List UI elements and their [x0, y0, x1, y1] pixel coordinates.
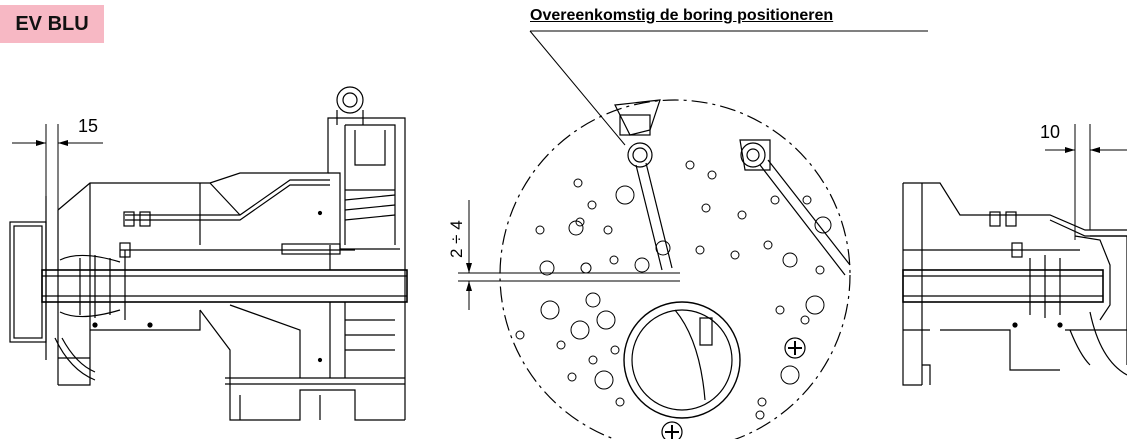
diffuser-disc	[499, 99, 851, 439]
dimension-middle: 2 ÷ 4	[447, 200, 680, 310]
dimension-left: 15	[12, 116, 103, 245]
left-side-view: 15	[9, 86, 408, 421]
dimension-middle-label: 2 ÷ 4	[447, 220, 466, 258]
dimension-right-label: 10	[1040, 122, 1060, 142]
phillips-screw-icon	[661, 421, 683, 439]
diagram-title: Overeenkomstig de boring positioneren	[530, 7, 834, 24]
right-side-view: 10	[902, 122, 1127, 386]
front-view: 2 ÷ 4	[447, 30, 928, 439]
model-badge-label: EV BLU	[15, 12, 89, 35]
hook-eye-icon	[336, 86, 364, 125]
model-badge: EV BLU	[0, 5, 104, 43]
dimension-right: 10	[1040, 122, 1127, 240]
phillips-screw-icon	[784, 337, 806, 359]
dimension-left-label: 15	[78, 116, 98, 136]
